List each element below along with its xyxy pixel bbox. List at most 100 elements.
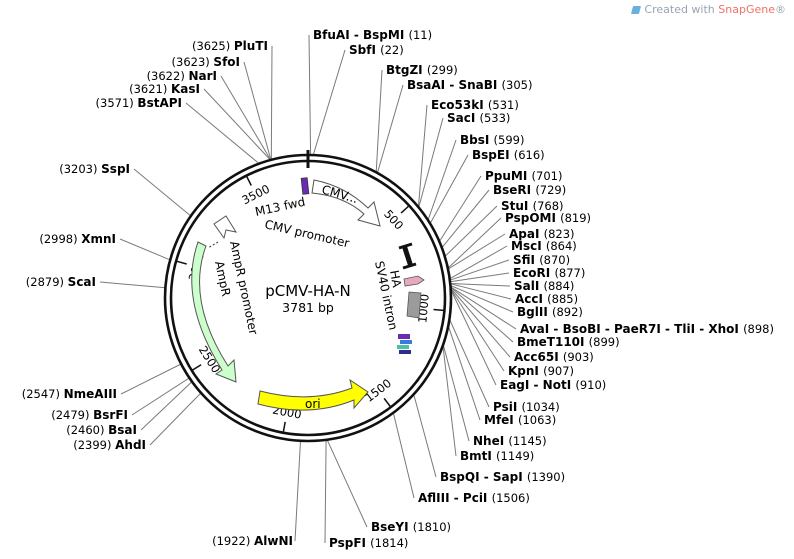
site-position: (768) [533,199,564,213]
site-position: (1810) [413,520,451,534]
site-label: PspOMI (819) [505,211,591,225]
site-leader [450,286,514,343]
site-name: BspEI [472,148,514,162]
site-name: MfeI [484,413,518,427]
site-position: (1390) [527,470,565,484]
site-leader [429,154,469,224]
cmv-promoter-arrow [311,179,381,227]
site-leader [119,238,171,261]
ampr-label: AmpR [212,260,233,298]
site-position: (2547) [22,387,64,401]
site-name: NarI [188,69,217,83]
site-position: (11) [408,28,432,42]
site-name: BspQI - SapI [440,470,527,484]
site-leader [220,75,272,161]
site-leader [442,345,457,457]
site-name: Acc65I [514,350,563,364]
site-leader [203,88,271,161]
site-leader [133,168,192,217]
site-leader [131,377,190,416]
site-position: (616) [514,148,545,162]
site-label: AvaI - BsoBI - PaeR7I - TliI - XhoI (898… [520,322,774,336]
site-label: MfeI (1063) [484,413,556,427]
site-label: SbfI (22) [349,43,404,57]
site-name: XmnI [81,232,116,246]
site-label: BglII (892) [517,305,583,319]
site-position: (819) [560,211,591,225]
site-name: NheI [473,434,508,448]
site-label: BmtI (1149) [460,449,534,463]
ha-tag-cap-top [398,242,413,250]
tick-mark [175,260,187,265]
site-position: (2998) [39,232,81,246]
site-position: (22) [380,43,404,57]
site-position: (823) [544,227,575,241]
tick-label: 1500 [362,376,394,405]
site-leader [450,287,511,358]
site-name: BtgZI [386,63,427,77]
site-position: (907) [543,364,574,378]
site-name: AlwNI [254,534,293,548]
snapgene-brand: SnapGene [718,3,775,16]
site-position: (3623) [172,55,214,69]
site-position: (599) [494,133,525,147]
site-label: PspFI (1814) [329,536,408,550]
site-name: PluTI [234,39,268,53]
tick-mark [433,308,445,312]
tick-mark [282,421,286,433]
site-name: PpuMI [485,169,532,183]
site-label: SfiI (870) [513,253,570,267]
site-name: ApaI [509,227,544,241]
site-label: SacI (533) [447,111,510,125]
site-position: (1145) [508,434,546,448]
site-position: (1922) [212,534,254,548]
site-position: (3621) [129,82,171,96]
site-label: (2879) ScaI [26,275,96,289]
site-leader [450,272,510,283]
ha-label: HA [387,269,404,289]
site-leader [149,392,202,446]
site-name: PspFI [329,536,370,550]
site-label: MscI (864) [511,239,577,253]
site-leader [312,49,346,156]
site-name: PsiI [493,400,521,414]
site-name: AccI [515,292,547,306]
site-position: (892) [552,305,583,319]
site-name: BsaAI - SnaBI [407,78,502,92]
site-position: (2479) [51,408,93,422]
site-name: BmtI [460,449,496,463]
site-name: AhdI [115,438,146,452]
site-name: AvaI - BsoBI - PaeR7I - TliI - XhoI [520,322,743,336]
site-name: KpnI [508,364,543,378]
site-name: SfoI [213,55,240,69]
site-label: EagI - NotI (910) [500,378,606,392]
site-position: (299) [427,63,458,77]
site-leader [243,61,272,161]
site-name: SalI [514,279,544,293]
site-name: StuI [501,199,533,213]
site-leader [308,34,312,156]
site-name: SfiI [513,253,539,267]
mcs-teal [397,345,409,349]
site-position: (899) [589,335,620,349]
site-leader [447,325,481,421]
tick-mark [383,397,392,408]
site-name: SacI [447,111,480,125]
site-label: (2460) BsaI [66,423,137,437]
site-leader [438,175,482,242]
mcs-purple-1 [398,334,410,339]
site-leader [418,117,444,208]
site-name: KasI [171,82,200,96]
site-leader [417,104,428,208]
site-label: Eco53kI (531) [431,98,519,112]
site-position: (1506) [492,491,530,505]
features [191,177,425,411]
site-label: BbsI (599) [460,133,524,147]
site-leader [448,318,490,408]
site-label: BseYI (1810) [371,520,451,534]
site-name: BstAPI [137,96,182,110]
site-label: (3571) BstAPI [96,96,182,110]
site-leader [413,394,437,478]
ori-arrow [257,378,369,411]
site-name: EcoRI [513,266,554,280]
